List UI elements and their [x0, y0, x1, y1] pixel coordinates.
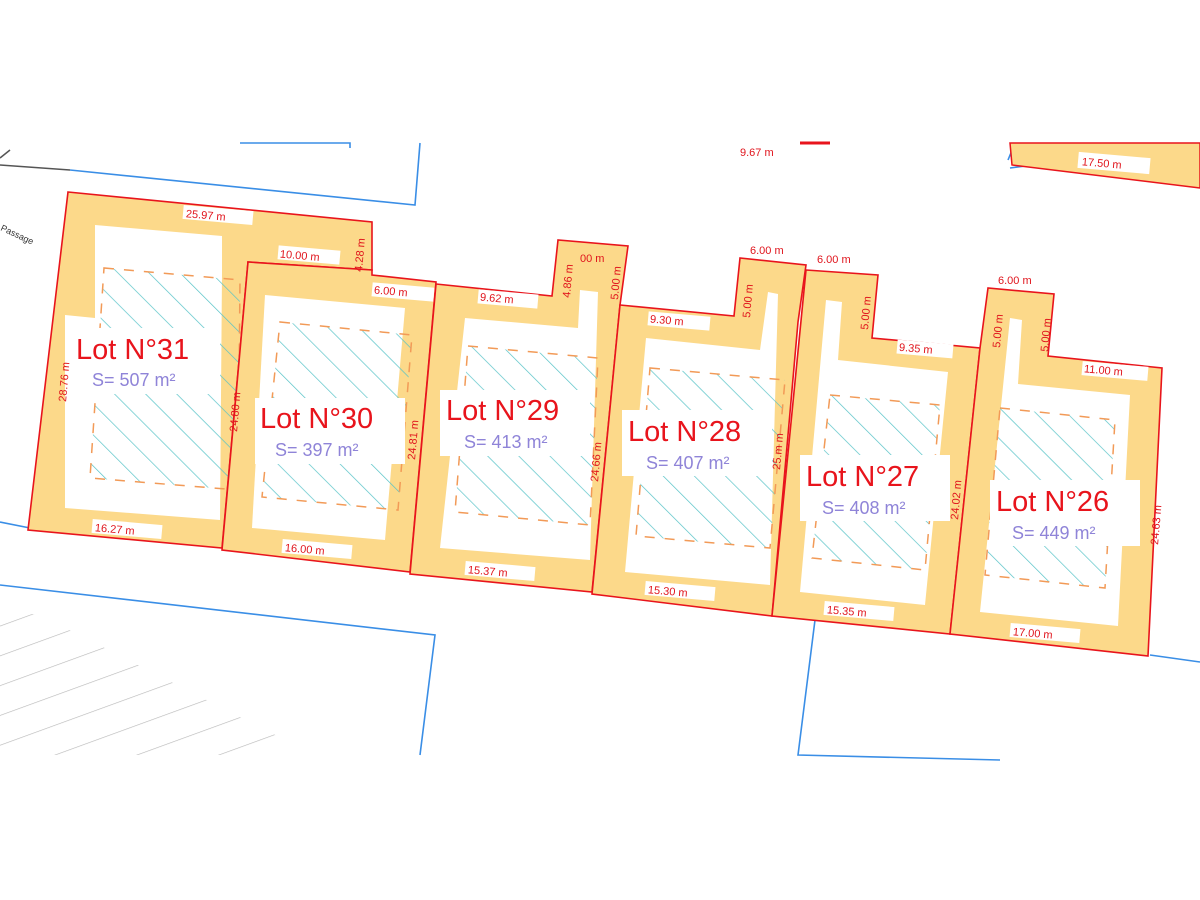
dim-label: 6.00 m — [374, 284, 409, 299]
dim-top-center: 9.67 m — [740, 147, 774, 159]
dimension-labels: 25.97 m 10.00 m 4.28 m 6.00 m 28.76 m 24… — [57, 204, 1164, 644]
lot-29-area: S= 413 m² — [464, 432, 548, 452]
dim-label: 5.00 m — [609, 266, 624, 301]
dim-label: 15.30 m — [647, 584, 688, 599]
dim-label: 5.00 m — [859, 296, 874, 331]
dim-label: 10.00 m — [279, 248, 320, 263]
dim-label: 24.63 m — [1149, 505, 1164, 546]
dim-label: 6.00 m — [750, 245, 784, 257]
dim-label: 00 m — [580, 253, 604, 265]
dim-label: 24.81 m — [406, 420, 421, 461]
dim-label: 16.00 m — [284, 542, 325, 557]
dim-label: 4.28 m — [353, 238, 368, 273]
lot-31-title: Lot N°31 — [76, 334, 189, 366]
passage-label: Passage — [0, 223, 35, 247]
dim-label: 25.97 m — [185, 208, 226, 223]
lot-26[interactable] — [949, 287, 1163, 657]
dim-label: 4.86 m — [561, 264, 576, 299]
lot-labels: Lot N°31 S= 507 m² Lot N°30 S= 397 m² Lo… — [70, 328, 1140, 546]
dim-label: 15.35 m — [826, 604, 867, 619]
lot-29-title: Lot N°29 — [446, 395, 559, 427]
lot-28-title: Lot N°28 — [628, 416, 741, 448]
lot-30-area: S= 397 m² — [275, 440, 359, 460]
lot-26-title: Lot N°26 — [996, 486, 1109, 518]
dim-label: 6.00 m — [817, 254, 851, 266]
dim-label: 5.00 m — [991, 314, 1006, 349]
lot-27-title: Lot N°27 — [806, 461, 919, 493]
dim-label: 5.00 m — [1039, 318, 1054, 353]
dim-top-right: 17.50 m — [1081, 156, 1122, 171]
dim-label: 5.00 m — [741, 284, 756, 319]
dim-label: 15.37 m — [467, 564, 508, 579]
dim-label: 17.00 m — [1012, 626, 1053, 641]
dim-label: 9.62 m — [479, 292, 514, 307]
parking-area — [0, 610, 285, 755]
dim-label: 9.35 m — [898, 342, 933, 357]
dim-label: 25.m m — [771, 433, 786, 471]
dim-label: 24.66 m — [589, 442, 604, 483]
passage-marker: Passage — [0, 149, 71, 247]
lot-27[interactable] — [771, 269, 981, 635]
dim-label: 28.76 m — [57, 362, 72, 403]
neighbour-parcels: 17.50 m 9.67 m — [740, 141, 1200, 189]
lot-30-title: Lot N°30 — [260, 403, 373, 435]
dim-label: 11.00 m — [1084, 363, 1124, 378]
dim-label: 6.00 m — [998, 275, 1032, 287]
dim-label: 24.02 m — [949, 480, 964, 521]
lot-28-area: S= 407 m² — [646, 453, 730, 473]
dim-label: 24.80 m — [228, 392, 243, 433]
lot-27-area: S= 408 m² — [822, 498, 906, 518]
dim-label: 9.30 m — [650, 313, 685, 328]
lot-26-area: S= 449 m² — [1012, 523, 1096, 543]
lot-31-area: S= 507 m² — [92, 370, 176, 390]
dim-label: 16.27 m — [94, 522, 135, 537]
